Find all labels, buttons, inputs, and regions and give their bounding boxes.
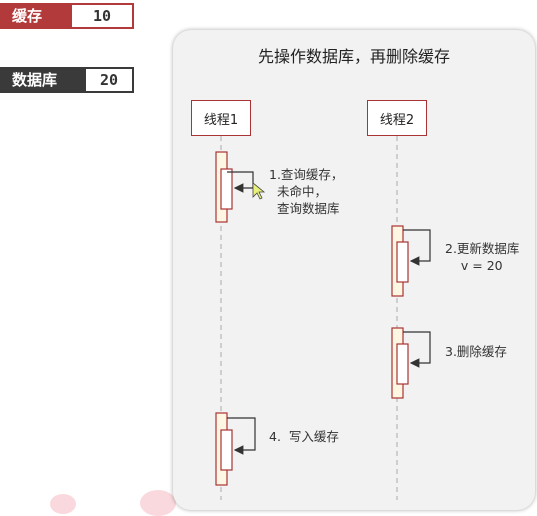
- step-3-note: 3.删除缓存: [445, 344, 507, 359]
- activation-bar: [396, 343, 409, 385]
- decorative-blob: [50, 494, 76, 514]
- database-value-box: 数据库 20: [0, 67, 134, 93]
- database-value: 20: [99, 71, 119, 89]
- cache-value: 10: [92, 7, 112, 25]
- activation-bar: [220, 168, 233, 210]
- step-4-note: 4. 写入缓存: [269, 429, 339, 444]
- sequence-diagram-panel: 先操作数据库，再删除缓存 线程1 线程2 1.查询缓存， 未命中， 查询数据: [173, 30, 535, 510]
- decorative-blob: [140, 490, 176, 516]
- activation-bar: [396, 241, 409, 283]
- cache-value-box: 缓存 10: [0, 3, 134, 29]
- database-label: 数据库: [2, 69, 86, 91]
- activation-bar: [220, 429, 233, 471]
- thread-1-box: 线程1: [191, 100, 251, 136]
- mouse-cursor-icon: [252, 182, 266, 200]
- step-1-note: 1.查询缓存， 未命中， 查询数据库: [269, 167, 344, 216]
- self-message-arrow: [227, 417, 256, 455]
- sequence-diagram-svg: [215, 136, 431, 500]
- cache-label: 缓存: [2, 5, 72, 27]
- self-message-arrow: [227, 171, 254, 193]
- step-2-note: 2.更新数据库 v = 20: [445, 241, 520, 273]
- self-message-arrow: [403, 331, 431, 368]
- self-message-arrow: [403, 229, 431, 266]
- diagram-title: 先操作数据库，再删除缓存: [257, 47, 450, 66]
- thread-2-box: 线程2: [367, 100, 427, 136]
